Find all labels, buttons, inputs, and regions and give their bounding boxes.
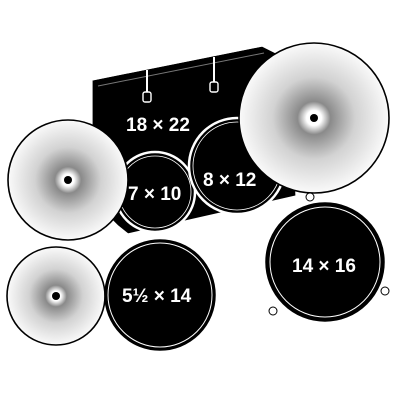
tom-medium: 8 × 12 bbox=[187, 116, 287, 216]
crash-cymbal bbox=[7, 119, 129, 241]
snare-drum-head bbox=[104, 239, 216, 351]
ride-cymbal bbox=[238, 42, 390, 194]
floor-tom-leg-right bbox=[380, 286, 390, 296]
tom-medium-label: 8 × 12 bbox=[203, 170, 256, 191]
floor-tom-head bbox=[265, 202, 385, 322]
snare-drum: 5½ × 14 bbox=[104, 239, 216, 351]
bass-drum-label: 18 × 22 bbox=[126, 115, 190, 136]
bass-drum-lug-right bbox=[209, 57, 219, 93]
tom-small-label: 7 × 10 bbox=[128, 184, 181, 205]
hi-hat-cymbal bbox=[6, 246, 106, 346]
floor-tom-leg-left bbox=[268, 306, 278, 316]
snare-drum-label: 5½ × 14 bbox=[122, 286, 192, 307]
bass-drum-lug-left bbox=[142, 70, 152, 103]
ride-cymbal-bell bbox=[310, 114, 318, 122]
floor-tom-label: 14 × 16 bbox=[292, 256, 356, 277]
tom-small: 7 × 10 bbox=[113, 150, 197, 234]
crash-cymbal-bell bbox=[64, 176, 72, 184]
floor-tom-leg-top bbox=[305, 192, 315, 202]
floor-tom: 14 × 16 bbox=[265, 192, 390, 322]
hi-hat-bell bbox=[52, 292, 60, 300]
